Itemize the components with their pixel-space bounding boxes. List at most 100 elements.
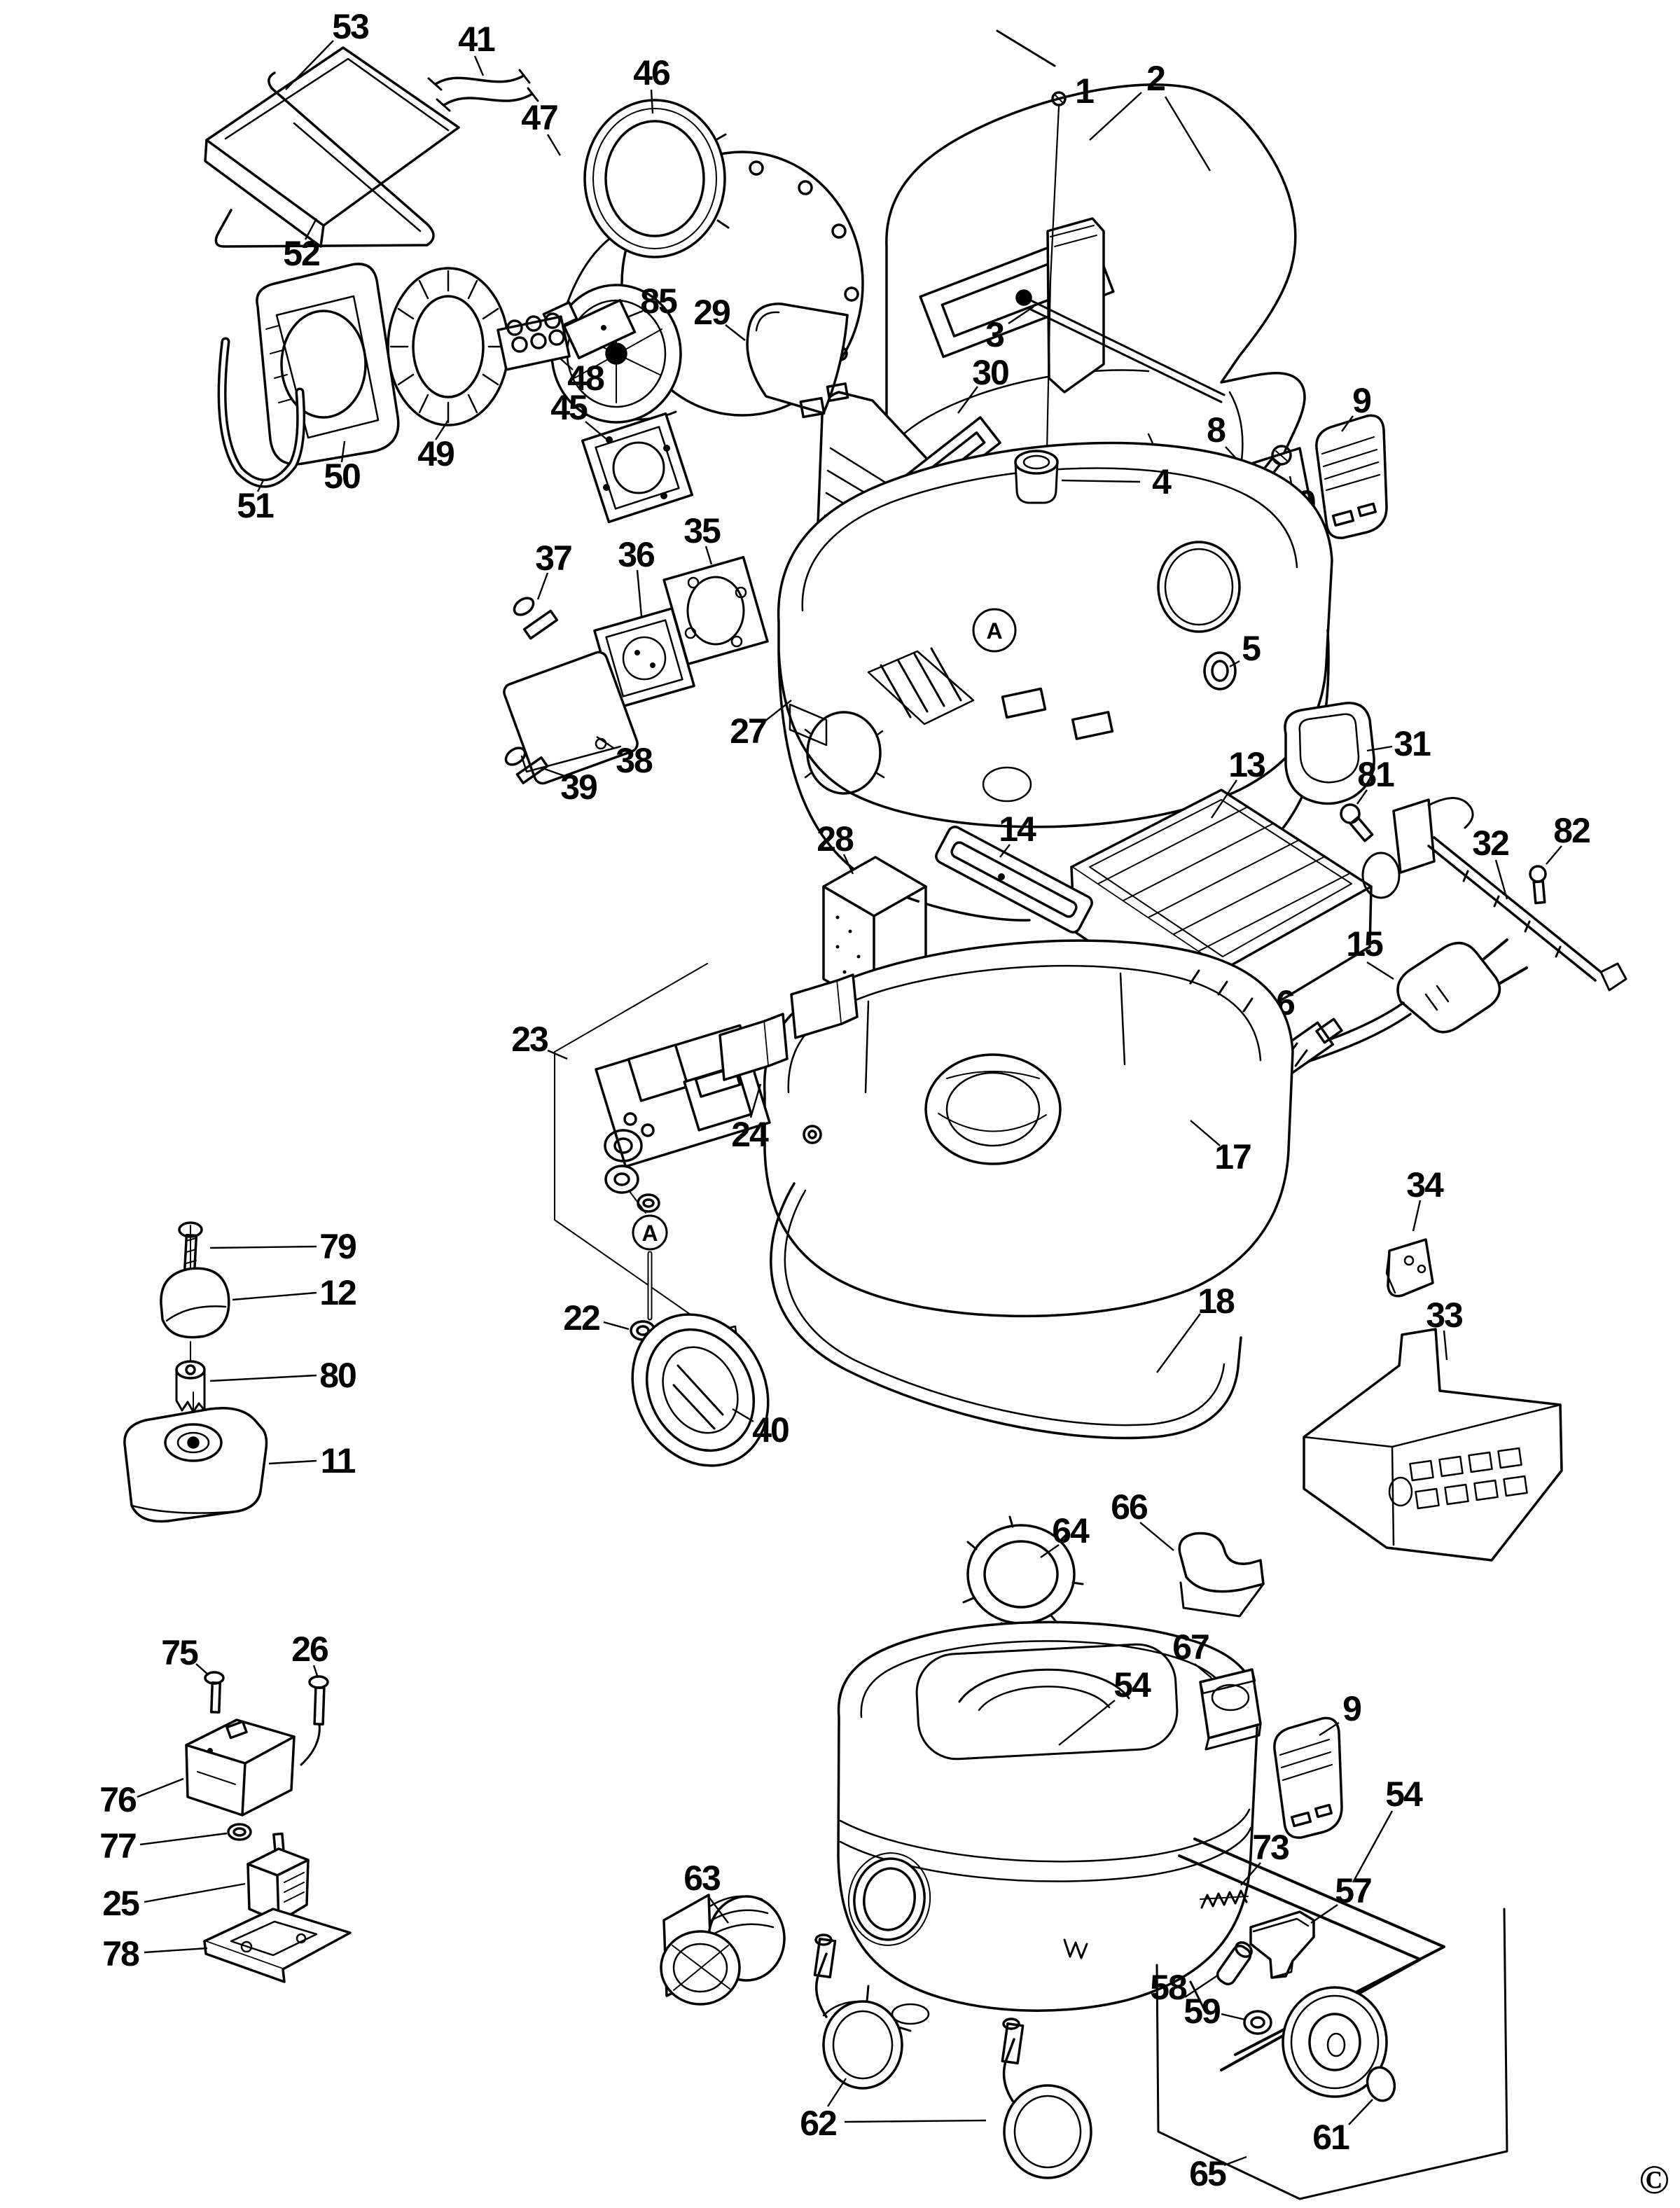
part-79-group: 79 (178, 1221, 357, 1274)
part-2-leader-line (1164, 96, 1212, 172)
part-65-leader-line (1223, 2155, 1247, 2167)
part-35-group: 35 (662, 511, 769, 666)
part-80-leader-line (209, 1374, 317, 1382)
part-63-callout-number: 63 (683, 1859, 720, 1898)
part-50-leader-line (340, 440, 346, 463)
part-14-group: 14 (935, 810, 1093, 933)
part-40-leader-line (732, 1408, 754, 1423)
position-marker-A: A (632, 1214, 668, 1251)
part-35-callout-number: 35 (683, 511, 721, 550)
part-24-leader-line (749, 1083, 762, 1118)
part-22-group: 22 (563, 1298, 656, 1341)
part-77-leader-line (139, 1832, 228, 1846)
part-61-leader-line (1348, 2099, 1373, 2125)
part-59-leader-line (1221, 2013, 1246, 2021)
part-32-group: 32 (1361, 797, 1627, 992)
part-81-callout-number: 81 (1357, 755, 1394, 794)
part-62-leader-line (844, 2119, 987, 2123)
part-53-callout-number: 53 (332, 7, 368, 46)
part-27-group: 27 (730, 441, 1333, 922)
part-50-callout-number: 50 (324, 457, 360, 496)
part-23-callout-number: 23 (511, 1020, 548, 1059)
part-5-callout-number: 5 (1242, 629, 1261, 668)
part-24-group: 24 (718, 973, 859, 1154)
part-54-group: 54 (837, 1620, 1259, 2032)
part-62-leader-line (826, 2078, 847, 2107)
part-38-callout-number: 38 (616, 741, 653, 780)
part-65-group: 65 (1155, 1908, 1508, 2200)
part-48-callout-number: 48 (567, 359, 604, 398)
part-24-callout-number: 24 (731, 1115, 769, 1154)
part-66-callout-number: 66 (1111, 1487, 1147, 1527)
part-41-group: 41 (427, 20, 539, 112)
part-12-group: 12 (160, 1225, 357, 1368)
part-67-callout-number: 67 (1172, 1627, 1209, 1667)
part-31-leader-line (1366, 745, 1393, 752)
part-28-callout-number: 28 (817, 819, 854, 859)
part-5-leader-line (1229, 660, 1240, 668)
position-marker-letter: A (986, 618, 1002, 644)
part-78-leader-line (144, 1947, 208, 1954)
part-80-callout-number: 80 (319, 1356, 356, 1395)
part-12-leader-line (232, 1291, 317, 1301)
part-52-leader-line (304, 218, 318, 240)
part-33-callout-number: 33 (1426, 1296, 1462, 1335)
part-34-leader-line (1412, 1200, 1422, 1232)
part-37-group: 37 (513, 539, 573, 640)
part-25-group: 25 (102, 1832, 310, 1923)
part-37-leader-line (536, 572, 549, 600)
part-49-group: 49 (387, 267, 510, 473)
part-67-leader-line (1194, 1663, 1212, 1679)
part-52-group: 52 (214, 71, 435, 273)
part-36-leader-line (636, 569, 643, 617)
part-76-callout-number: 76 (99, 1780, 136, 1819)
part-76-group: 76 (99, 1719, 296, 1819)
part-9-callout-number: 9 (1352, 381, 1370, 420)
part-27-leader-line (764, 700, 792, 722)
part-79-callout-number: 79 (319, 1227, 356, 1266)
exploded-view-drawing: 5341524746495051854845213302989102745373… (99, 7, 1627, 2200)
part-26-leader-line (312, 1665, 319, 1679)
part-63-leader-line (707, 1894, 729, 1924)
part-81-leader-line (1356, 789, 1368, 805)
part-18-group: 18 (770, 1182, 1242, 1440)
part-85-leader-line (628, 310, 644, 318)
part-31-callout-number: 31 (1394, 724, 1431, 763)
part-54-callout-number: 54 (1385, 1775, 1423, 1814)
part-32-leader-line (1494, 859, 1508, 900)
part-52-callout-number: 52 (283, 234, 319, 273)
part-38-group: 38 (503, 651, 654, 785)
part-30-callout-number: 30 (972, 353, 1008, 392)
position-marker-letter: A (641, 1221, 658, 1246)
part-3-group: 3 (985, 289, 1226, 403)
part-58-callout-number: 58 (1150, 1968, 1187, 2007)
part-39-leader-line (540, 766, 565, 777)
part-73-leader-line (1240, 1862, 1261, 1886)
part-25-leader-line (144, 1882, 246, 1903)
part-34-group: 34 (1385, 1165, 1445, 1298)
part-33-leader-line (1443, 1330, 1448, 1361)
part-13-leader-line (1211, 779, 1237, 819)
part-82-callout-number: 82 (1553, 811, 1590, 850)
part-1-callout-number: 1 (1075, 71, 1094, 111)
part-45-callout-number: 45 (550, 388, 588, 427)
part-23-leader-line (547, 1049, 568, 1060)
part-48-group: 48 (497, 312, 606, 398)
part-30-leader-line (957, 386, 978, 414)
part-57-leader-line (1310, 1904, 1338, 1924)
part-77-group: 77 (99, 1823, 252, 1866)
part-25-callout-number: 25 (102, 1884, 139, 1923)
part-49-leader-line (434, 419, 450, 440)
part-17-leader-line (1190, 1120, 1221, 1146)
part-11-group: 11 (123, 1391, 357, 1523)
part-79-leader-line (209, 1245, 317, 1249)
part-15-callout-number: 15 (1346, 924, 1383, 964)
part-41-callout-number: 41 (458, 20, 495, 59)
part-73-group: 73 (1200, 1828, 1290, 1909)
part-51-group: 51 (217, 337, 306, 525)
part-4-leader-line (1061, 479, 1141, 483)
part-46-callout-number: 46 (633, 53, 669, 92)
part-64-callout-number: 64 (1052, 1511, 1090, 1550)
part-38-leader-line (596, 736, 614, 749)
